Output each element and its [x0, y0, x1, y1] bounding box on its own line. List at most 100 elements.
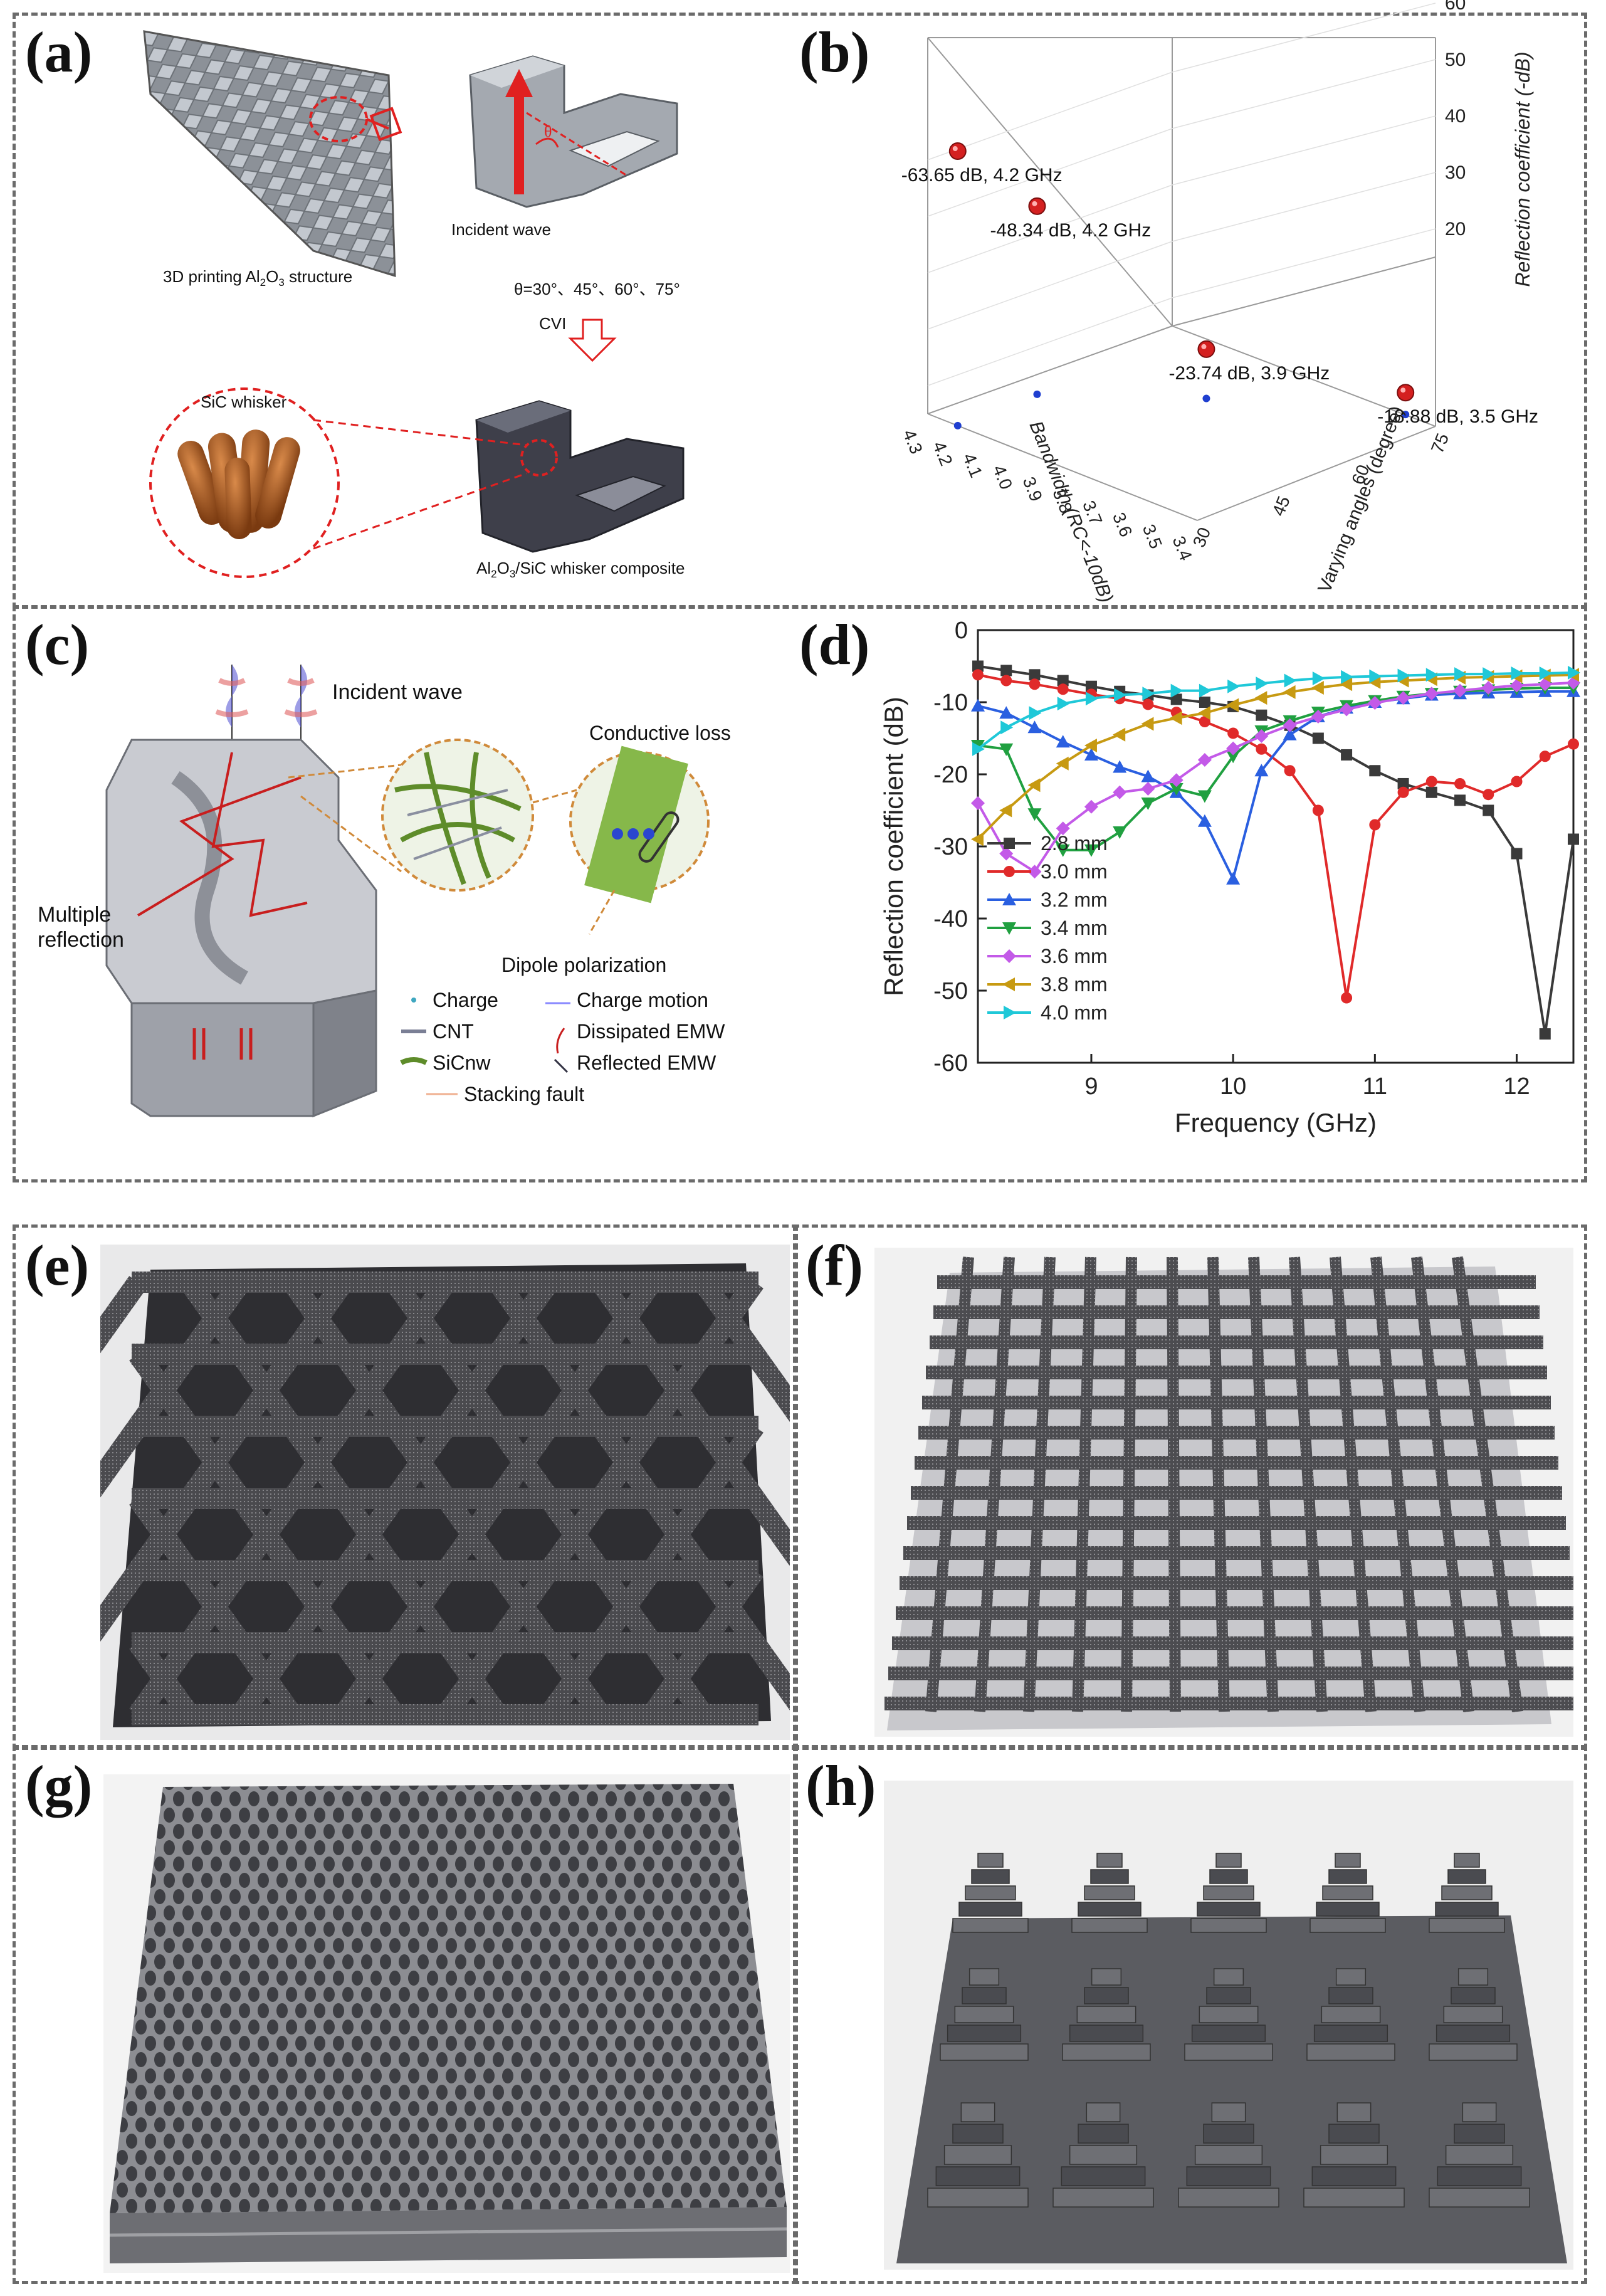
- series-marker: [972, 742, 985, 756]
- data-point: [1397, 384, 1415, 402]
- lattice-strut: [438, 1348, 506, 1433]
- pyramid-step: [927, 2188, 1029, 2208]
- pyramid-step: [977, 1853, 1004, 1868]
- series-marker: [1341, 749, 1353, 761]
- pyramid-step: [1443, 2006, 1503, 2023]
- sic-whisker-zoom: [149, 387, 527, 578]
- series-line: [977, 665, 1575, 1035]
- series-marker: [1141, 769, 1155, 782]
- pyramid-step: [1203, 2124, 1254, 2144]
- stepped-pyramid: [952, 1853, 1029, 1933]
- axes-box: [927, 37, 1436, 521]
- pyramid-step: [1309, 1918, 1386, 1933]
- series-marker: [1254, 691, 1267, 705]
- pyramid-step: [965, 1885, 1016, 1900]
- incident-wave-glyph: [215, 665, 318, 740]
- series-marker: [1004, 1006, 1016, 1019]
- series-marker: [1539, 1028, 1551, 1040]
- series-marker: [1226, 872, 1241, 885]
- pyramid-step: [1441, 1885, 1493, 1900]
- series-marker: [1567, 675, 1580, 690]
- series-marker: [1029, 706, 1042, 720]
- series-marker: [1141, 717, 1154, 731]
- y-tick-label: 45: [1268, 493, 1293, 519]
- series-marker: [1312, 671, 1325, 686]
- series-marker: [971, 832, 984, 846]
- x-axis-title: Bandwidth (RC<-10dB): [1026, 418, 1117, 606]
- series-marker: [1197, 753, 1212, 767]
- pyramid-step: [1084, 1885, 1135, 1900]
- lattice-strut: [100, 1564, 147, 1642]
- series-marker: [1226, 698, 1239, 712]
- z-tick-label: 30: [1445, 162, 1466, 183]
- pyramid-step: [1069, 2025, 1144, 2042]
- series-marker: [1425, 776, 1437, 787]
- series-marker: [1197, 706, 1210, 720]
- grid-bar-vertical: [1330, 1256, 1377, 1712]
- legend-label: 2.8 mm: [1041, 832, 1108, 855]
- series-marker: [1454, 794, 1466, 806]
- point-annotation: -23.74 dB, 3.9 GHz: [1168, 363, 1330, 384]
- lattice-strut: [181, 1420, 249, 1505]
- panel-label-h: (h): [806, 1754, 876, 1818]
- grid-bar-vertical: [1289, 1256, 1328, 1712]
- series-marker: [1511, 666, 1524, 680]
- lattice-strut: [592, 1564, 661, 1649]
- pyramid-step: [1203, 1885, 1254, 1900]
- series-marker: [1113, 826, 1127, 839]
- pyramid-step: [1328, 1869, 1367, 1884]
- y-tick-label: -40: [933, 906, 968, 932]
- z-grid-line: [1172, 228, 1436, 298]
- stepped-pyramid: [1071, 1853, 1148, 1933]
- series-marker: [1312, 804, 1324, 816]
- z-tick-label: 40: [1445, 106, 1466, 127]
- series-marker: [1084, 844, 1098, 857]
- pyramid-step: [968, 1968, 1000, 1986]
- stepped-pyramid: [1178, 2102, 1279, 2208]
- lattice-strut: [232, 1636, 301, 1721]
- panel-label-a: (a): [25, 20, 93, 84]
- series-marker: [1113, 727, 1126, 742]
- grid-bar-vertical: [1207, 1256, 1230, 1712]
- panel-label-d: (d): [799, 613, 870, 677]
- series-marker: [1056, 756, 1069, 771]
- z-grid-line: [927, 128, 1173, 217]
- series-marker: [1539, 750, 1551, 762]
- series-marker: [1481, 681, 1496, 695]
- lattice-strut: [386, 1564, 455, 1649]
- legend-stacking-fault: Stacking fault: [464, 1083, 584, 1105]
- pyramid-step: [971, 1869, 1010, 1884]
- x-tick-label: 9: [1084, 1073, 1098, 1100]
- pyramid-step: [1451, 1987, 1496, 2004]
- x-tick-label: 4.1: [959, 450, 986, 480]
- series-marker: [1169, 711, 1182, 725]
- series-marker: [1340, 702, 1354, 717]
- pyramid-step: [943, 2145, 1012, 2165]
- pyramid-step: [958, 1902, 1022, 1917]
- x-tick-label: 4.3: [899, 427, 926, 457]
- pyramid-step: [1336, 2102, 1372, 2122]
- legend-entry: 3.4 mm: [987, 917, 1108, 939]
- lattice-strut: [100, 1420, 147, 1498]
- stepped-pyramid: [1303, 2102, 1405, 2208]
- data-points: -63.65 dB, 4.2 GHz-48.34 dB, 4.2 GHz-23.…: [901, 142, 1538, 429]
- legend-label: 3.6 mm: [1041, 945, 1108, 967]
- z-grid-line: [927, 241, 1173, 330]
- pyramid-step: [952, 1918, 1029, 1933]
- series-marker: [1256, 709, 1267, 721]
- z-grid-line: [927, 71, 1173, 161]
- grid-bar-vertical: [1370, 1256, 1425, 1712]
- y-tick-label: -50: [933, 978, 968, 1004]
- legend-entry: 3.6 mm: [987, 945, 1108, 967]
- stepped-pyramid: [1429, 2102, 1530, 2208]
- data-point: [1197, 340, 1215, 358]
- panel-label-c: (c): [25, 613, 90, 677]
- lattice-strut: [129, 1492, 198, 1577]
- legend-charge-motion: Charge motion: [577, 989, 708, 1011]
- pyramid-step: [1069, 2145, 1138, 2165]
- legend: 2.8 mm3.0 mm3.2 mm3.4 mm3.6 mm3.8 mm4.0 …: [987, 832, 1108, 1024]
- series-marker: [1568, 665, 1580, 680]
- series-marker: [971, 796, 985, 810]
